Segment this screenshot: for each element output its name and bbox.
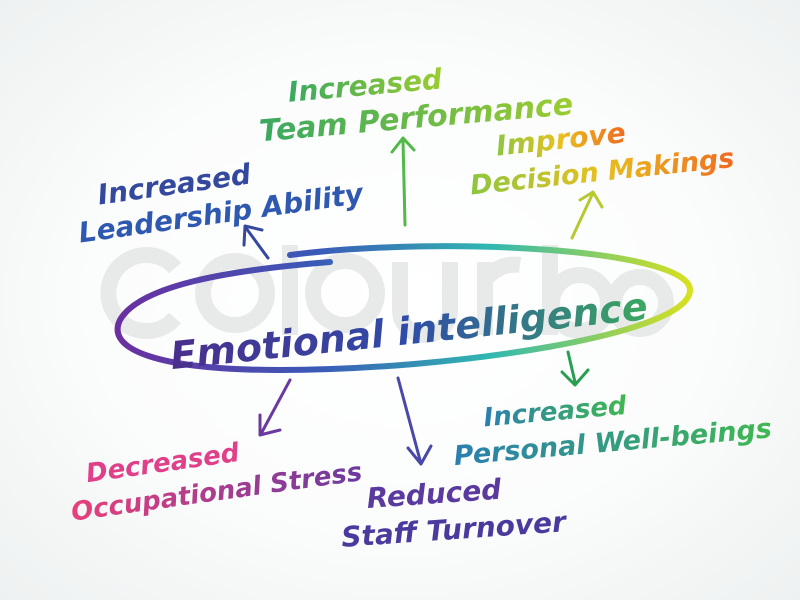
arrow-turnover — [396, 376, 433, 466]
branch-leadership: Increased Leadership Ability — [77, 157, 367, 249]
arrow-decision — [570, 190, 604, 240]
branch-line1: Reduced — [366, 473, 504, 515]
branch-turnover: Reduced Staff Turnover — [340, 473, 569, 554]
center-ellipse — [114, 243, 694, 374]
watermark-logo — [100, 245, 674, 343]
branch-stress: Decreased Occupational Stress — [69, 438, 364, 528]
arrow-wellbeing — [560, 350, 590, 387]
arrows — [242, 136, 604, 466]
arrow-stress — [258, 378, 292, 437]
arrow-leadership — [242, 224, 270, 260]
branch-wellbeing: Increased Personal Well-beings — [452, 391, 773, 472]
arrow-team — [390, 136, 416, 227]
